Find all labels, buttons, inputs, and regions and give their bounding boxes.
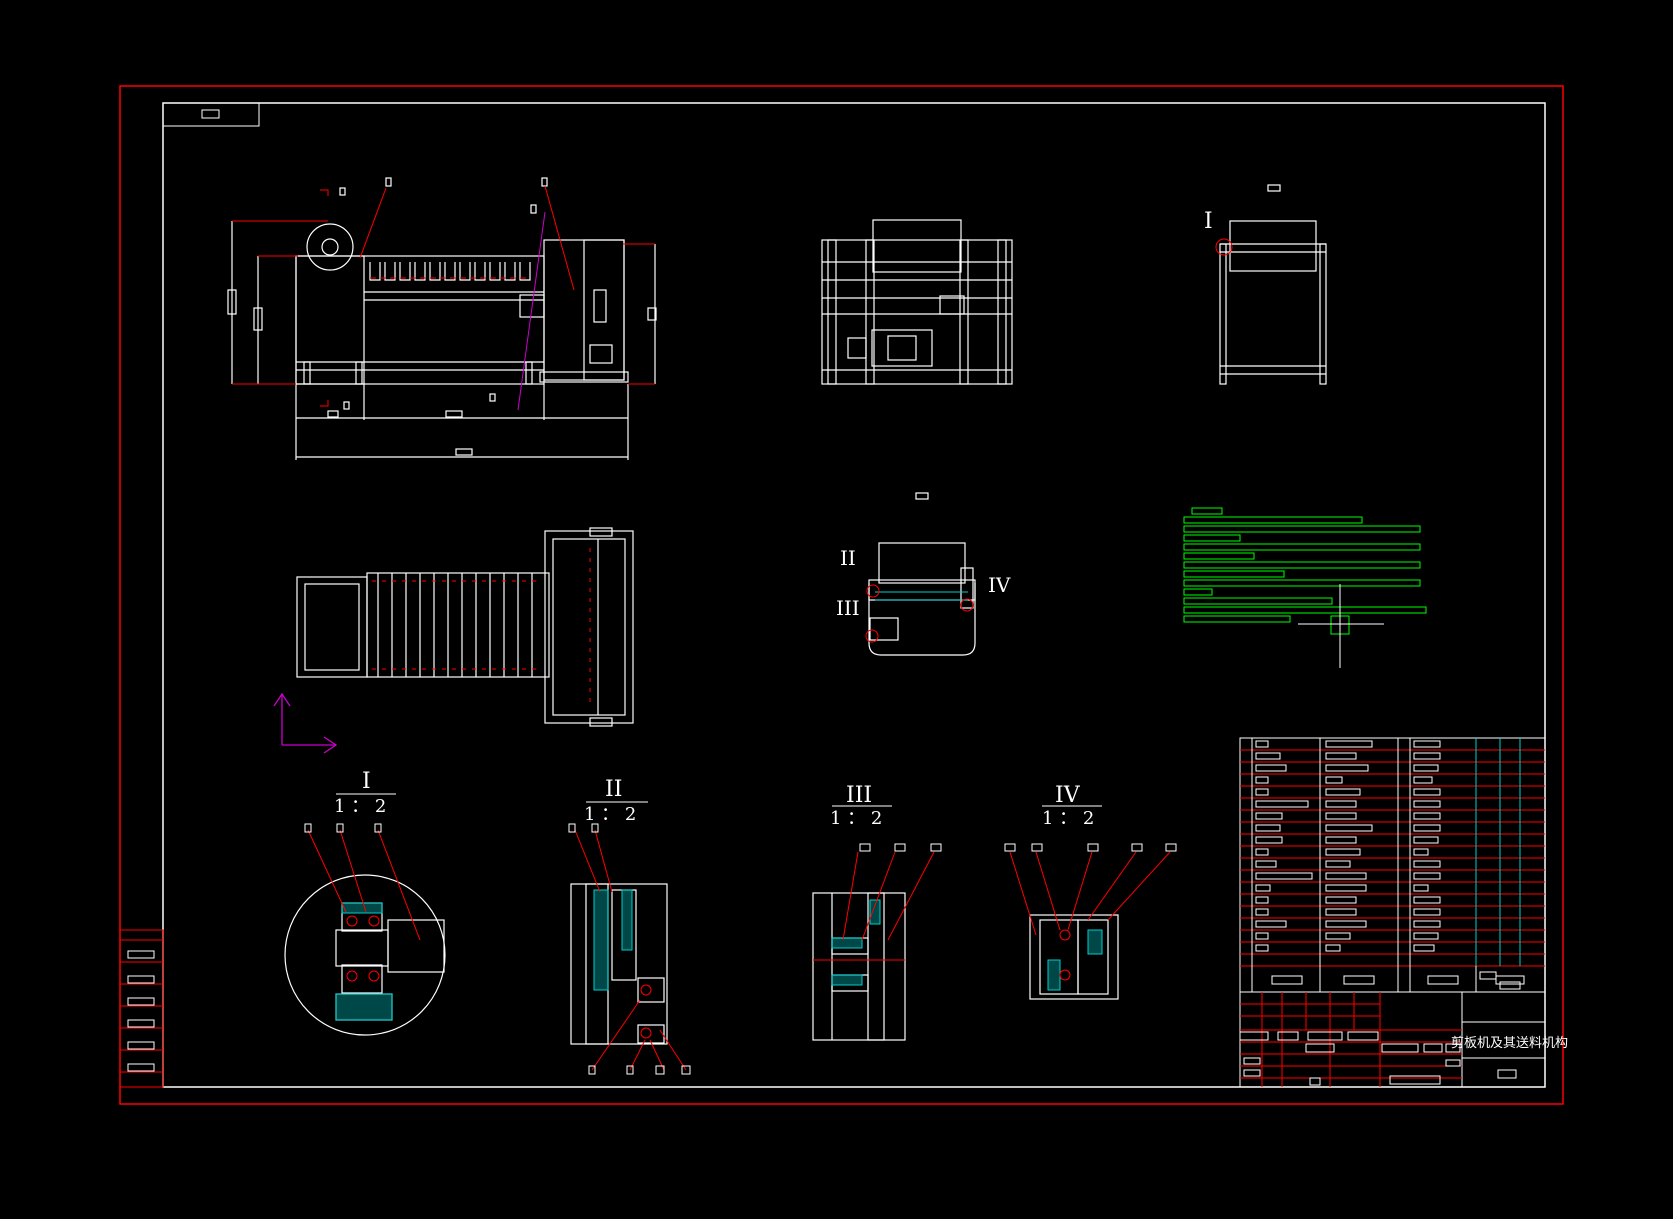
detail-IV-view xyxy=(1029,914,1119,1000)
marker-IV: IV xyxy=(988,573,1011,597)
side-view xyxy=(821,219,1013,385)
marker-II: II xyxy=(840,546,856,570)
detail-III-scale: 1 ： 2 xyxy=(830,808,882,829)
detail-II-view xyxy=(570,883,668,1045)
inner-drawing-frame xyxy=(162,102,1546,1088)
detail-IV-scale: 1 ： 2 xyxy=(1042,808,1094,829)
detail-III-label: III xyxy=(846,783,872,808)
drawing-number-box xyxy=(162,102,260,127)
detail-IV-label: IV xyxy=(1055,783,1081,808)
detail-I-scale: 1 ： 2 xyxy=(334,796,386,817)
detail-II-scale: 1 ： 2 xyxy=(584,804,636,825)
detail-II-label: II xyxy=(605,777,622,802)
section-view xyxy=(868,542,976,656)
front-view xyxy=(227,177,657,460)
parts-list xyxy=(1239,737,1546,993)
marker-III: III xyxy=(836,596,860,620)
marker-I-top: I xyxy=(1204,209,1213,234)
drawing-title: 剪板机及其送料机构 xyxy=(1451,1035,1568,1051)
top-view xyxy=(296,492,929,727)
title-block xyxy=(1239,991,1546,1088)
outer-sheet-border xyxy=(119,85,1564,1105)
end-view xyxy=(1219,184,1327,385)
detail-I-label: I xyxy=(362,769,371,794)
binding-strip xyxy=(119,929,164,1088)
detail-III-view xyxy=(812,892,906,1041)
technical-notes xyxy=(1183,507,1427,635)
